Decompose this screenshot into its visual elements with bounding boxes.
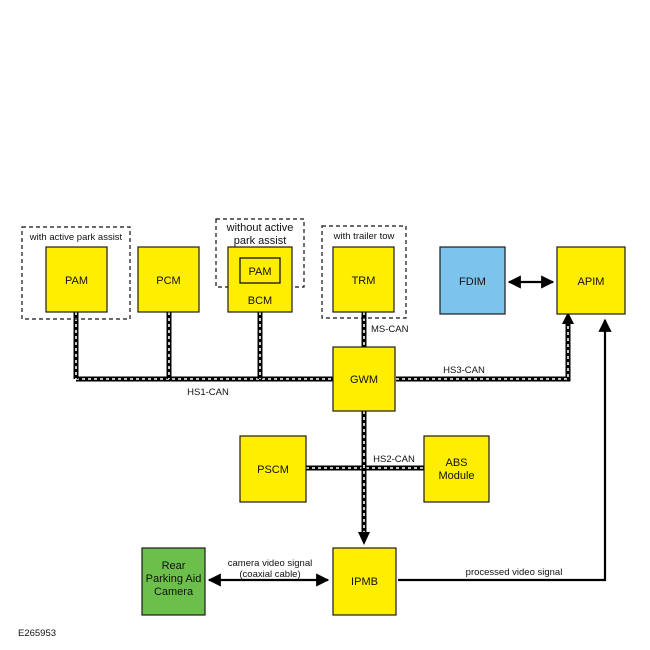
pcm-module (137, 246, 200, 313)
fdim-label: FDIM (459, 276, 486, 288)
pam-inner-box (239, 257, 281, 284)
pam-label: PAM (65, 275, 88, 287)
rear-parking-aid-camera (141, 547, 206, 616)
hs2-can-bus (306, 411, 424, 545)
hs3-can-label: HS3-CAN (443, 365, 485, 376)
fdim-module (439, 246, 506, 315)
camera-video-label-line1: camera video signal (228, 558, 313, 569)
ipmb-module (332, 547, 397, 616)
active-park-assist-group (21, 226, 131, 320)
ipmb-label: IPMB (351, 576, 378, 588)
hs2-can-label: HS2-CAN (373, 454, 415, 465)
hs3-arrow-head (562, 312, 574, 324)
figure-id: E265953 (18, 628, 56, 639)
apim-module (556, 246, 626, 315)
camera-label-line2: Parking Aid (146, 573, 202, 585)
gwm-module (332, 346, 396, 412)
pscm-label: PSCM (257, 464, 289, 476)
processed-video-link (398, 318, 612, 582)
hs3-can-bus (396, 312, 574, 382)
trailer-tow-label: with trailer tow (333, 231, 395, 242)
pam-module (45, 246, 108, 313)
gwm-label: GWM (350, 374, 378, 386)
active-park-assist-label: with active park assist (29, 232, 123, 243)
abs-module (423, 435, 490, 503)
processed-video-label: processed video signal (466, 567, 563, 578)
trm-module (332, 246, 395, 313)
hs1-can-bus (73, 312, 333, 382)
trailer-tow-group (321, 225, 407, 319)
without-active-label-line1: without active (226, 222, 294, 234)
apim-label: APIM (578, 276, 605, 288)
camera-label-line1: Rear (162, 560, 186, 572)
camera-video-label-line2: (coaxial cable) (239, 569, 300, 580)
bcm-label: BCM (248, 295, 272, 307)
pcm-label: PCM (156, 275, 180, 287)
camera-label-line3: Camera (154, 586, 194, 598)
trm-label: TRM (352, 275, 376, 287)
abs-label-line1: ABS (445, 457, 467, 469)
hs2-arrow-head (358, 532, 370, 545)
abs-label-line2: Module (438, 470, 474, 482)
pam-inner-label: PAM (248, 266, 271, 278)
ms-can-label: MS-CAN (371, 324, 409, 335)
pscm-module (239, 435, 307, 503)
without-active-label-line2: park assist (234, 235, 287, 247)
hs1-can-label: HS1-CAN (187, 387, 229, 398)
